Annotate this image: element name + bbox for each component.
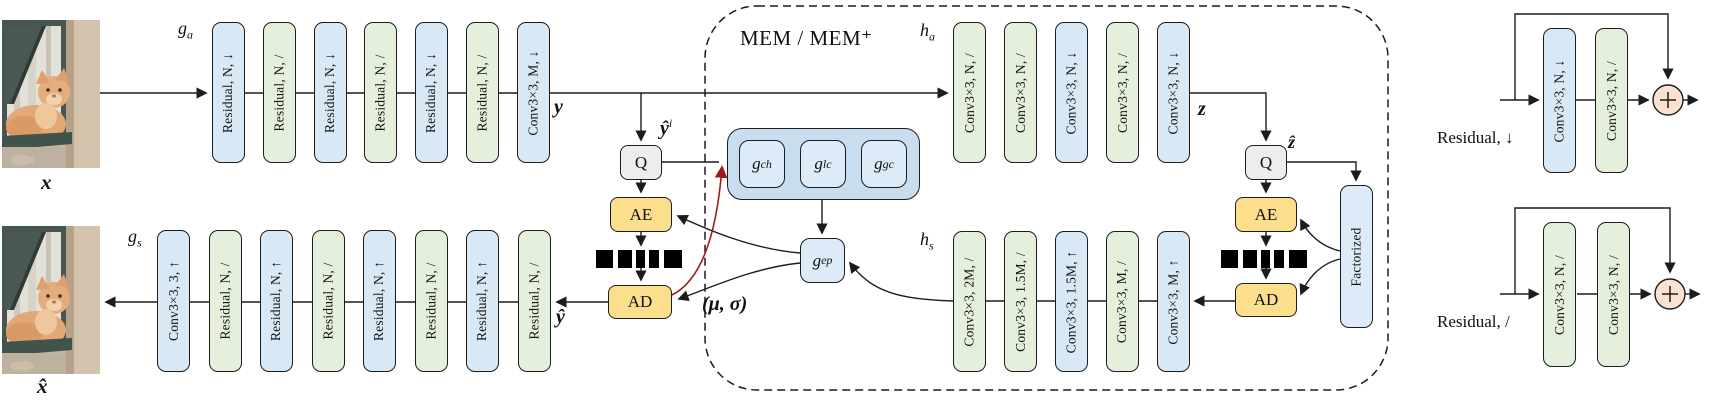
arithmetic-encoder-y: AE (610, 197, 672, 232)
encoder-block: Residual, N, / (466, 22, 499, 163)
quantizer-y: Q (620, 145, 662, 180)
decoder-block: Residual, N, / (415, 230, 448, 372)
hyper-encoder-block: Conv3×3, N, ↓ (1157, 22, 1190, 163)
encoder-block: Residual, N, / (263, 22, 296, 163)
hyper-decoder-block: Conv3×3, 2M, / (953, 231, 986, 372)
latent-yhat-i-label: ŷi (660, 116, 673, 140)
arithmetic-decoder-z: AD (1235, 283, 1297, 317)
arithmetic-decoder-y: AD (608, 285, 672, 319)
legend-block: Conv3×3, N, ↓ (1543, 28, 1576, 173)
hyper-decoder-name: hs (920, 229, 934, 253)
output-image-cat (2, 226, 100, 374)
hyper-z-label: z (1198, 98, 1206, 120)
bitstream-icon (1221, 250, 1307, 268)
bitstream-icon (596, 250, 682, 268)
encoder-name: ga (178, 18, 193, 42)
input-image-cat (2, 20, 100, 168)
decoder-block: Residual, N, ↑ (466, 230, 499, 372)
encoder-block: Residual, N, ↓ (415, 22, 448, 163)
decoder-name: gs (128, 226, 142, 250)
latent-y-label: y (554, 96, 563, 118)
mem-dashed-box (704, 5, 1389, 391)
factorized-prior: Factorized (1340, 185, 1373, 328)
output-label: x̂ (37, 374, 48, 398)
decoder-block: Residual, N, ↑ (260, 230, 293, 372)
decoder-block: Conv3×3, 3, ↑ (157, 230, 190, 372)
encoder-block: Residual, N, ↓ (314, 22, 347, 163)
decoder-block: Residual, N, / (312, 230, 345, 372)
hyper-zhat-label: ẑ (1288, 132, 1296, 152)
hyper-encoder-block: Conv3×3, N, / (953, 22, 986, 163)
decoder-block: Residual, N, / (209, 230, 242, 372)
encoder-block: Residual, N, / (364, 22, 397, 163)
legend-block: Conv3×3, N, / (1543, 222, 1576, 367)
mu-sigma-label: (μ, σ) (702, 293, 748, 315)
hyper-decoder-block: Conv3×3, M, ↑ (1157, 231, 1190, 372)
input-label: x (41, 170, 52, 194)
hyper-encoder-block: Conv3×3, N, / (1106, 22, 1139, 163)
arithmetic-encoder-z: AE (1235, 197, 1297, 232)
mem-title: MEM / MEM⁺ (740, 26, 873, 50)
hyper-encoder-name: ha (920, 20, 935, 44)
sum-icon (1654, 278, 1686, 310)
legend-block: Conv3×3, N, / (1597, 222, 1630, 367)
decoder-block: Residual, N, / (518, 230, 551, 372)
hyper-encoder-block: Conv3×3, N, / (1004, 22, 1037, 163)
legend-residual-down-label: Residual, ↓ (1437, 128, 1514, 147)
legend-residual-keep-label: Residual, / (1437, 312, 1510, 331)
latent-yhat-label: ŷ (556, 306, 565, 328)
quantizer-z: Q (1245, 145, 1287, 180)
hyper-decoder-block: Conv3×3, M, / (1106, 231, 1139, 372)
legend-block: Conv3×3, N, / (1595, 28, 1628, 173)
encoder-block: Conv3×3, M, ↓ (517, 22, 550, 163)
hyper-encoder-block: Conv3×3, N, ↓ (1055, 22, 1088, 163)
hyper-decoder-block: Conv3×3, 1.5M, ↑ (1055, 231, 1088, 372)
feedback-red-arrow (671, 165, 728, 296)
decoder-block: Residual, N, ↑ (363, 230, 396, 372)
sum-icon (1652, 84, 1684, 116)
encoder-block: Residual, N, ↓ (212, 22, 245, 163)
hyper-decoder-block: Conv3×3, 1.5M, / (1004, 231, 1037, 372)
